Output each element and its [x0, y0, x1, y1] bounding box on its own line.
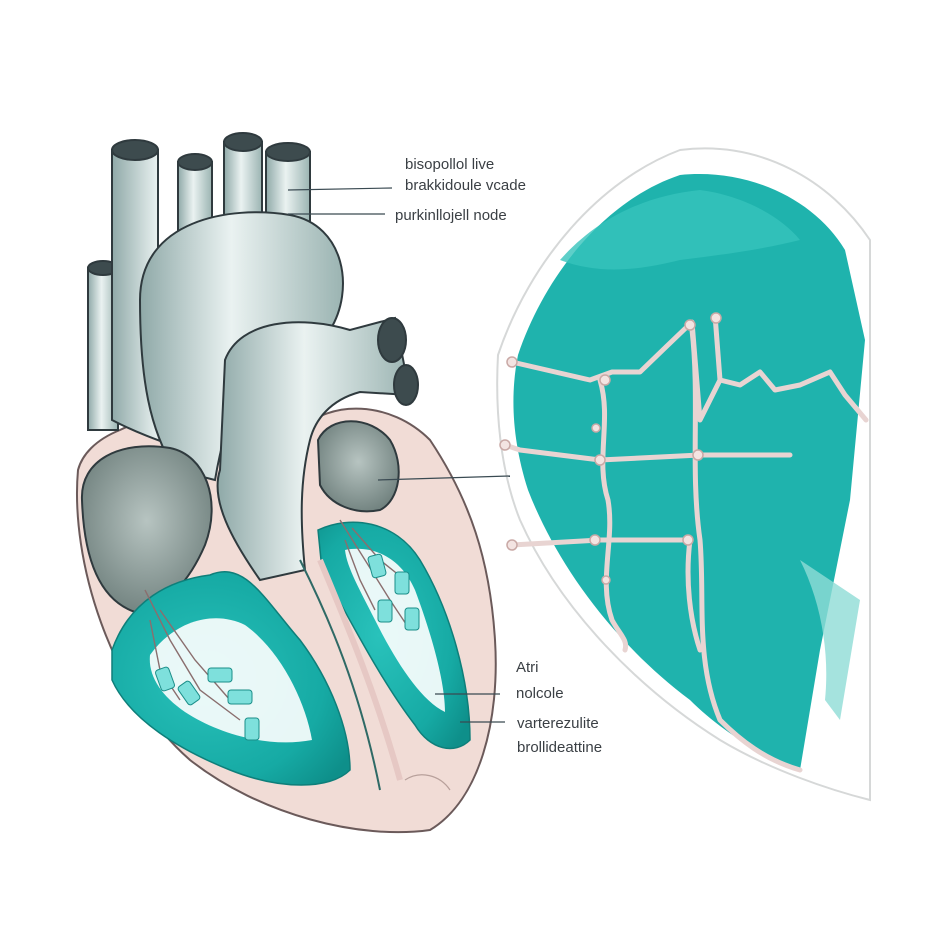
interventricular-septum — [299, 559, 381, 791]
label-low-2: brollideattine — [517, 739, 602, 756]
zoomed-conduction-panel — [496, 147, 871, 802]
heart-illustration — [76, 132, 497, 834]
label-mid-2: nolcole — [516, 685, 564, 702]
label-top-2: brakkidoule vcade — [405, 177, 526, 194]
pathway-nodes — [499, 312, 722, 585]
label-low-1: varterezulite — [517, 715, 599, 732]
great-vessels — [87, 132, 419, 582]
leader-top-1 — [287, 187, 393, 191]
pulmonary-trunk — [216, 316, 412, 582]
label-mid-1: Atri — [516, 659, 539, 676]
annotation-labels: bisopollol live brakkidoule vcade purkin… — [287, 156, 602, 756]
left-atrium — [316, 420, 400, 513]
label-top-1: bisopollol live — [405, 156, 494, 173]
right-atrium — [80, 445, 213, 614]
label-top-3: purkinllojell node — [395, 207, 507, 224]
leader-atrium — [377, 475, 511, 481]
fiber-terminals — [155, 553, 420, 741]
zoom-panel-tissue — [513, 174, 865, 770]
